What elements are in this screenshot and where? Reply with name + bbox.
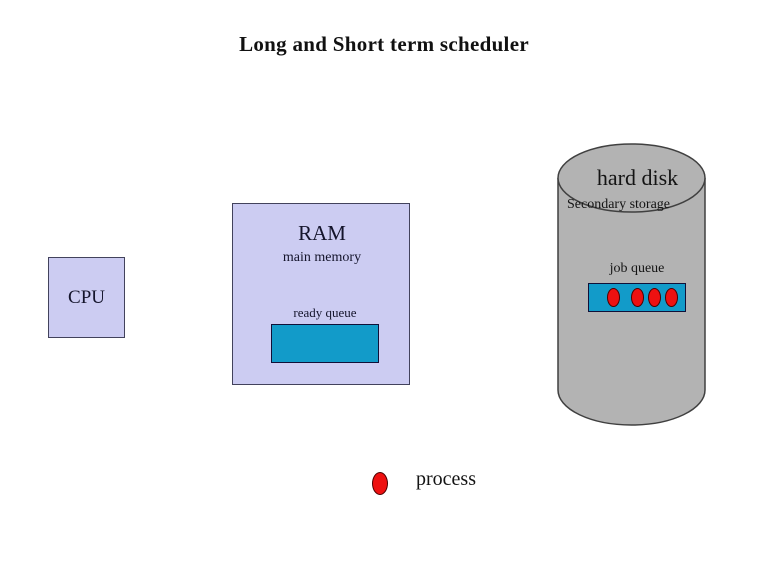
ram-sublabel: main memory	[282, 250, 362, 265]
process-icon	[648, 288, 661, 307]
job-queue-label: job queue	[609, 261, 665, 276]
ready-queue-label: ready queue	[293, 305, 357, 320]
cpu-box: CPU	[48, 257, 125, 338]
hard-disk-label: hard disk	[596, 165, 679, 190]
process-legend-label: process	[416, 468, 476, 490]
ready-queue	[271, 324, 379, 363]
slide-title: Long and Short term scheduler	[239, 32, 529, 56]
hard-disk-cylinder: hard disk Secondary storage job queue	[550, 138, 720, 438]
ram-box: RAM main memory ready queue	[232, 203, 410, 385]
process-icon	[607, 288, 620, 307]
ram-label: RAM	[298, 221, 346, 245]
hard-disk-sublabel: Secondary storage	[566, 197, 671, 212]
process-legend-icon	[372, 472, 388, 495]
process-icon	[631, 288, 644, 307]
cpu-label: CPU	[68, 286, 105, 308]
process-icon	[665, 288, 678, 307]
job-queue	[588, 283, 686, 312]
